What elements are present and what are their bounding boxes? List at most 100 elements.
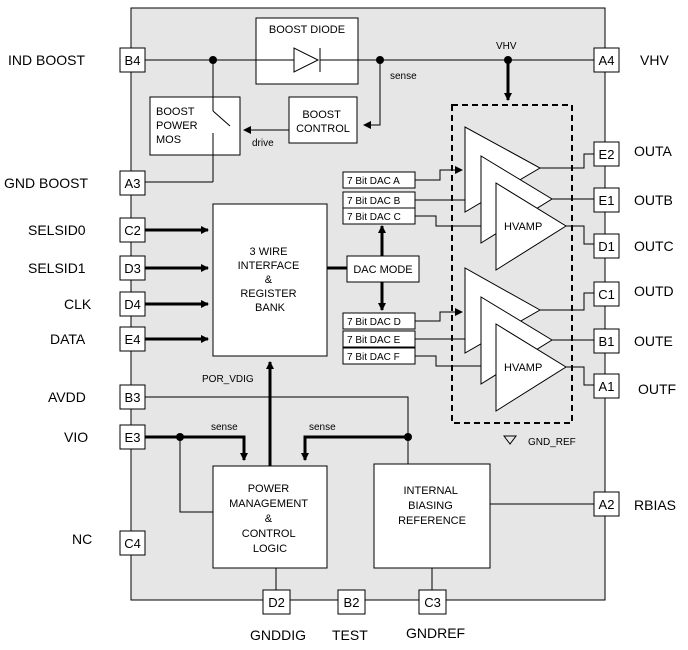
pin-c1: C1 [593, 281, 620, 307]
pin-label-outb: OUTB [634, 192, 673, 208]
svg-text:B4: B4 [125, 53, 141, 68]
pin-e2: E2 [593, 141, 620, 167]
pin-label-gnddig: GNDDIG [250, 627, 306, 643]
svg-text:D2: D2 [268, 595, 285, 610]
svg-text:B2: B2 [344, 595, 360, 610]
pin-b3: B3 [119, 384, 146, 410]
pin-label-outf: OUTF [638, 381, 676, 397]
pin-label-ind-boost: IND BOOST [8, 52, 85, 68]
amp-c-triangle [495, 182, 567, 271]
pin-label-outa: OUTA [634, 143, 673, 159]
sense-label-avdd: sense [309, 422, 336, 433]
pin-label-oute: OUTE [634, 333, 673, 349]
pin-a4: A4 [593, 47, 620, 73]
sense-label-vio: sense [211, 422, 238, 433]
dac-mode-label: DAC MODE [353, 264, 412, 276]
svg-text:E2: E2 [599, 147, 615, 162]
internal-biasing-label: INTERNAL BIASING REFERENCE [398, 485, 466, 527]
pin-label-avdd: AVDD [48, 389, 86, 405]
dac-e: 7 Bit DAC E [342, 330, 416, 348]
pin-label-vio: VIO [64, 429, 88, 445]
pin-label-test: TEST [332, 627, 368, 643]
svg-text:A4: A4 [599, 53, 615, 68]
pin-a2: A2 [593, 491, 620, 517]
svg-text:E3: E3 [125, 430, 141, 445]
pin-d2: D2 [262, 589, 291, 615]
junction-dot [209, 56, 217, 64]
pin-b4: B4 [119, 47, 146, 73]
interface-register-block [212, 203, 328, 357]
svg-text:D4: D4 [124, 297, 141, 312]
svg-text:D3: D3 [124, 261, 141, 276]
svg-text:C4: C4 [124, 536, 141, 551]
outd-wire [540, 292, 594, 311]
pin-label-nc: NC [72, 531, 92, 547]
svg-text:C2: C2 [124, 223, 141, 238]
svg-text:7 Bit DAC A: 7 Bit DAC A [347, 176, 400, 187]
gnd-ref-symbol [503, 435, 517, 445]
internal-biasing-block [373, 463, 491, 569]
svg-text:7 Bit DAC F: 7 Bit DAC F [347, 352, 400, 363]
sense-label-boost: sense [390, 71, 417, 82]
boost-control-label: BOOST CONTROL [296, 109, 350, 135]
por-vdig-label: POR_VDIG [202, 374, 254, 385]
pin-d1: D1 [593, 233, 620, 259]
svg-text:B3: B3 [125, 390, 141, 405]
dac-d-wire [415, 308, 463, 322]
power-management-block [212, 465, 328, 569]
vio-feedback-wire [179, 437, 213, 513]
svg-text:7 Bit DAC E: 7 Bit DAC E [347, 335, 401, 346]
junction-dot [376, 56, 384, 64]
boost-power-mos-block [149, 96, 241, 156]
interface-register-label: 3 WIRE INTERFACE & REGISTER BANK [238, 246, 303, 314]
amp-f-triangle [495, 323, 567, 412]
avdd-wire [145, 396, 409, 465]
outf-wire [566, 366, 594, 386]
svg-text:C3: C3 [424, 595, 441, 610]
boost-diode-label: BOOST DIODE [269, 24, 345, 36]
pin-label-outd: OUTD [634, 283, 674, 299]
hvamp-upper-label: HVAMP [504, 221, 542, 233]
pin-d3: D3 [119, 255, 146, 281]
svg-text:D1: D1 [598, 239, 615, 254]
boost-control-block [288, 96, 358, 144]
svg-text:A2: A2 [599, 497, 615, 512]
outa-wire [540, 153, 594, 169]
svg-text:7 Bit DAC D: 7 Bit DAC D [347, 317, 401, 328]
pin-e1: E1 [593, 187, 620, 213]
pin-label-gnd-boost: GND BOOST [4, 175, 88, 191]
pin-a3: A3 [119, 170, 146, 196]
svg-text:7 Bit DAC B: 7 Bit DAC B [347, 196, 401, 207]
pin-label-clk: CLK [64, 296, 92, 312]
dac-f-wire [415, 355, 497, 370]
svg-text:7 Bit DAC C: 7 Bit DAC C [347, 212, 401, 223]
dac-c: 7 Bit DAC C [342, 207, 416, 225]
pin-b2: B2 [337, 589, 366, 615]
dac-c-wire [415, 215, 497, 230]
avdd-sense-wire [301, 435, 408, 461]
pin-d4: D4 [119, 291, 146, 317]
pin-label-selsid0: SELSID0 [28, 222, 86, 238]
outc-wire [566, 225, 594, 245]
drive-label: drive [252, 138, 274, 149]
dac-d: 7 Bit DAC D [342, 312, 416, 330]
dac-mode-block [346, 255, 420, 283]
boost-diode-block [255, 17, 359, 85]
pin-label-outc: OUTC [634, 238, 674, 254]
pin-label-rbias: RBIAS [634, 497, 676, 513]
pin-e4: E4 [119, 326, 146, 352]
pin-e3: E3 [119, 424, 146, 450]
pin-c4: C4 [119, 530, 146, 556]
svg-text:E4: E4 [125, 332, 141, 347]
vhv-net-label: VHV [496, 41, 517, 52]
dac-b: 7 Bit DAC B [342, 191, 416, 209]
pin-c2: C2 [119, 217, 146, 243]
pin-c3: C3 [418, 589, 447, 615]
dac-a: 7 Bit DAC A [342, 171, 416, 189]
junction-dot [404, 433, 412, 441]
sense-wire-boost [363, 60, 381, 129]
svg-text:A3: A3 [125, 176, 141, 191]
svg-text:B1: B1 [599, 334, 615, 349]
mos-switch-symbol [145, 59, 231, 183]
